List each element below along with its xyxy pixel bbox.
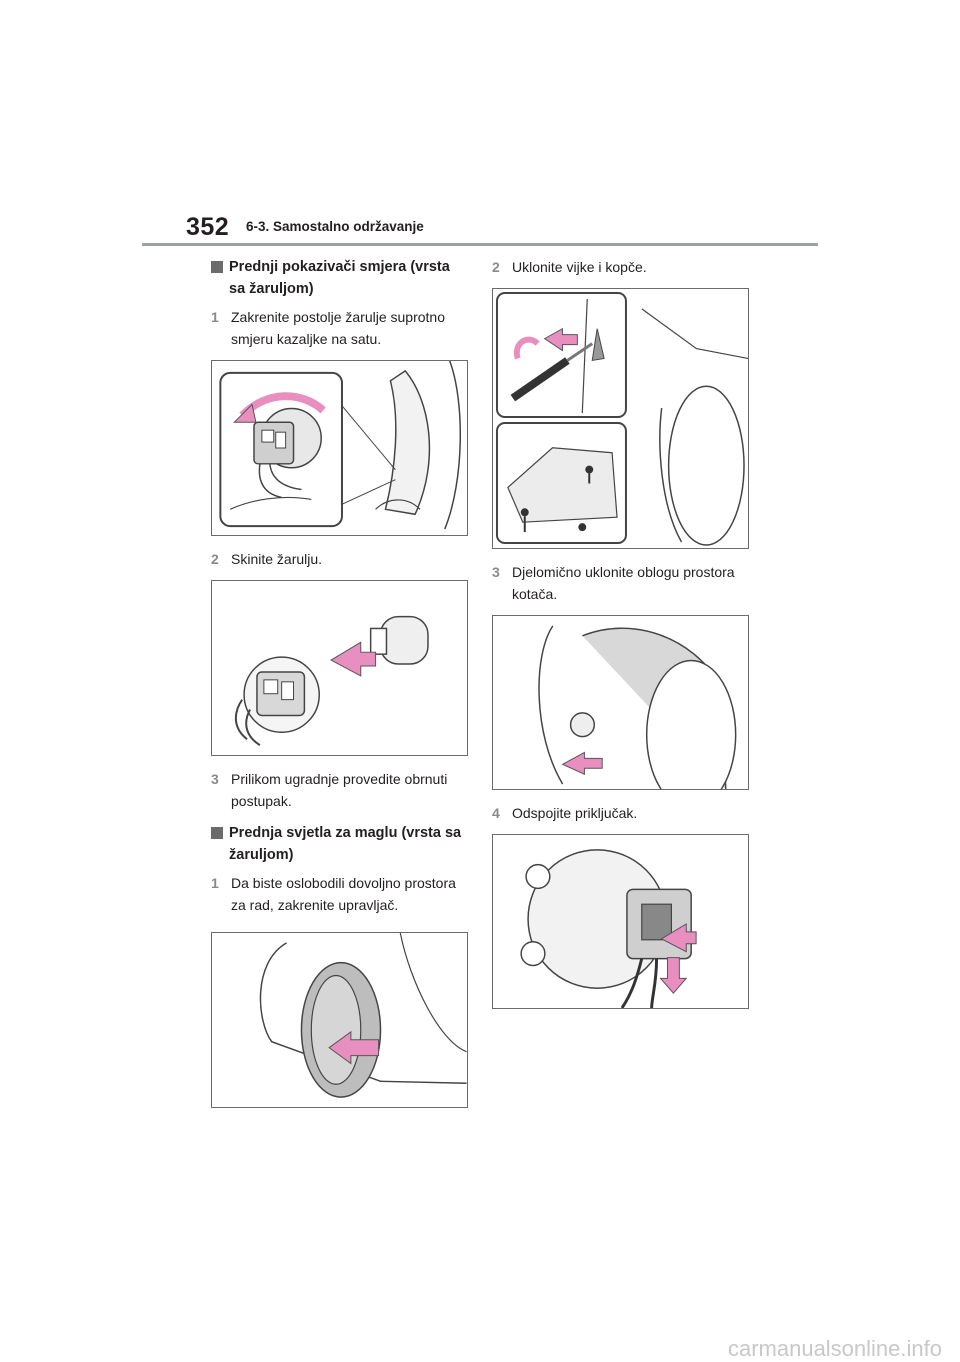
page-number: 352 [186, 213, 230, 241]
step-number: 3 [492, 564, 500, 580]
step-number: 4 [492, 805, 500, 821]
step-item: 4 Odspojite priključak. [492, 802, 752, 824]
step-number: 1 [211, 309, 219, 325]
heading-front-turn-signals: Prednji pokazivači smjera (vrsta sa žaru… [211, 256, 469, 300]
bullet-square-icon [211, 261, 223, 273]
step-item: 1 Zakrenite postolje žarulje suprotno sm… [211, 306, 469, 350]
step-number: 3 [211, 771, 219, 787]
right-column: 2 Uklonite vijke i kopče. 3 Djelomično u… [492, 256, 752, 1021]
step-number: 2 [211, 551, 219, 567]
figure-disconnect-connector [492, 834, 749, 1009]
heading-fog-lights: Prednja svjetla za maglu (vrsta sa žarul… [211, 822, 469, 866]
step-text: Odspojite priključak. [512, 805, 638, 821]
watermark: carmanualsonline.info [727, 1336, 942, 1361]
step-number: 1 [211, 875, 219, 891]
header-rule [142, 243, 818, 246]
step-text: Uklonite vijke i kopče. [512, 259, 647, 275]
figure-wheel-liner [492, 615, 749, 790]
figure-rotate-socket [211, 360, 468, 536]
step-item: 1 Da biste oslobodili dovoljno prostora … [211, 872, 469, 916]
bullet-square-icon [211, 827, 223, 839]
step-item: 2 Skinite žarulju. [211, 548, 469, 570]
step-text: Prilikom ugradnje provedite obrnuti post… [231, 771, 448, 809]
figure-turn-steering [211, 932, 468, 1108]
section-title: 6-3. Samostalno održavanje [246, 219, 424, 234]
step-text: Da biste oslobodili dovoljno prostora za… [231, 875, 456, 913]
step-text: Djelomično uklonite oblogu prostora kota… [512, 564, 735, 602]
figure-remove-screws-clips [492, 288, 749, 549]
step-number: 2 [492, 259, 500, 275]
step-item: 3 Prilikom ugradnje provedite obrnuti po… [211, 768, 469, 812]
step-item: 3 Djelomično uklonite oblogu prostora ko… [492, 561, 752, 605]
step-item: 2 Uklonite vijke i kopče. [492, 256, 752, 278]
step-text: Skinite žarulju. [231, 551, 323, 567]
figure-remove-bulb [211, 580, 468, 756]
step-text: Zakrenite postolje žarulje suprotno smje… [231, 309, 446, 347]
left-column: Prednji pokazivači smjera (vrsta sa žaru… [211, 256, 469, 1120]
